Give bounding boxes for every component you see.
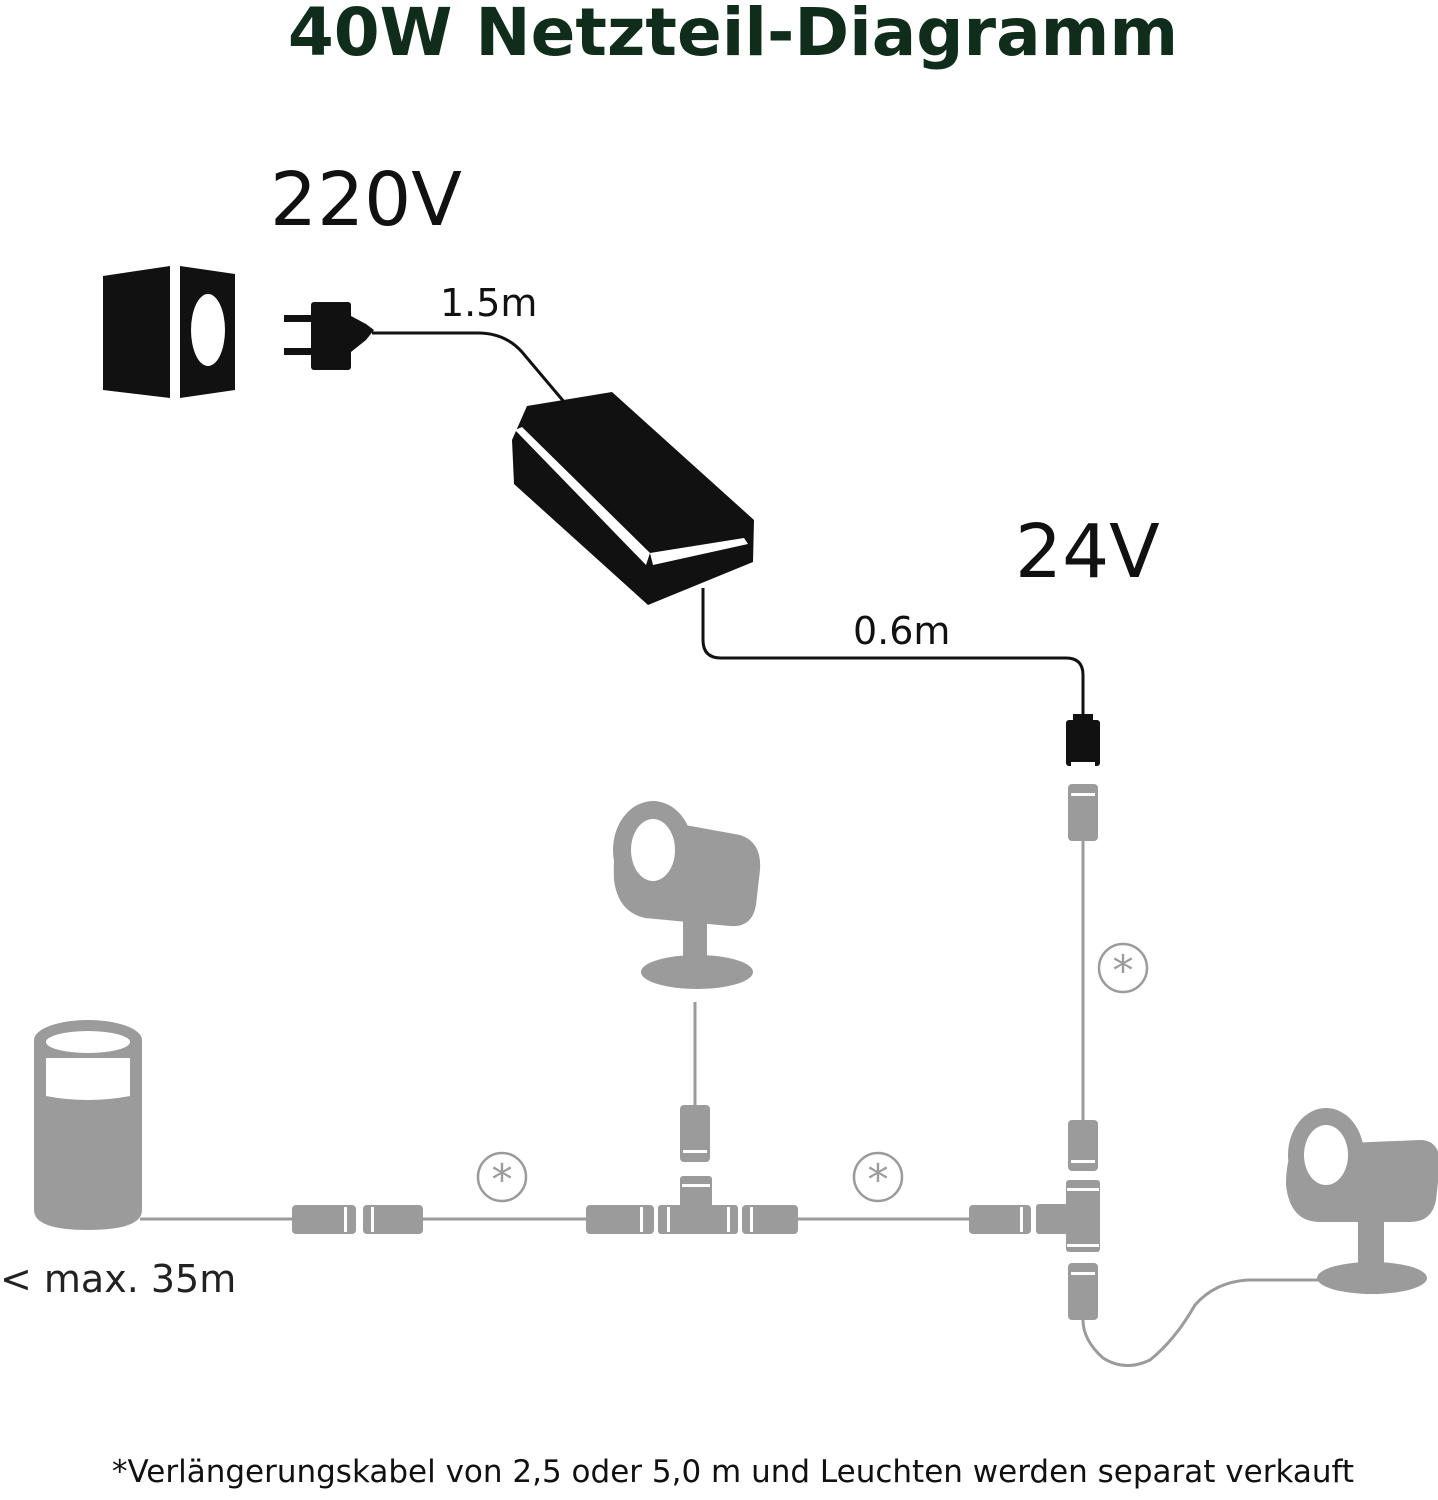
cable-connector-icon — [363, 1205, 423, 1234]
output-voltage-label: 24V — [1015, 509, 1160, 595]
cable-connector-icon — [1068, 784, 1098, 841]
input-cable-length-label: 1.5m — [440, 281, 537, 325]
extension-marker-label: * — [492, 1155, 513, 1204]
spotlight-cable-right — [1081, 1278, 1320, 1367]
output-cable-length-label: 0.6m — [853, 609, 950, 653]
extension-marker-label: * — [1113, 946, 1134, 995]
input-cable — [372, 331, 567, 404]
input-voltage-label: 220V — [270, 157, 462, 243]
cable-connector-icon — [969, 1205, 1031, 1234]
cable-connector-icon — [292, 1205, 356, 1234]
cable-connector-icon — [742, 1205, 798, 1234]
extension-marker-icon: * — [1097, 942, 1149, 995]
page-title: 40W Netzteil-Diagramm — [288, 0, 1178, 71]
cable-connector-icon — [680, 1105, 710, 1162]
cable-connector-icon — [1068, 1120, 1098, 1171]
t-connector-icon — [658, 1176, 738, 1234]
extension-marker-icon: * — [476, 1151, 528, 1204]
wall-socket-icon — [103, 266, 235, 398]
spotlight-icon — [613, 801, 761, 989]
max-length-label: < max. 35m — [0, 1257, 236, 1301]
output-cable — [701, 588, 1085, 716]
cable-connector-icon — [586, 1205, 654, 1234]
footnote: *Verlängerungskabel von 2,5 oder 5,0 m u… — [112, 1454, 1354, 1490]
power-supply-icon — [512, 392, 754, 605]
output-connector-icon — [1066, 714, 1100, 768]
plug-icon — [284, 302, 374, 370]
extension-marker-icon: * — [852, 1151, 904, 1204]
extension-marker-label: * — [868, 1155, 889, 1204]
t-connector-icon — [1036, 1180, 1100, 1252]
bollard-light-icon — [34, 1020, 142, 1230]
cable-connector-icon — [1068, 1263, 1098, 1320]
spotlight-icon — [1286, 1108, 1438, 1294]
